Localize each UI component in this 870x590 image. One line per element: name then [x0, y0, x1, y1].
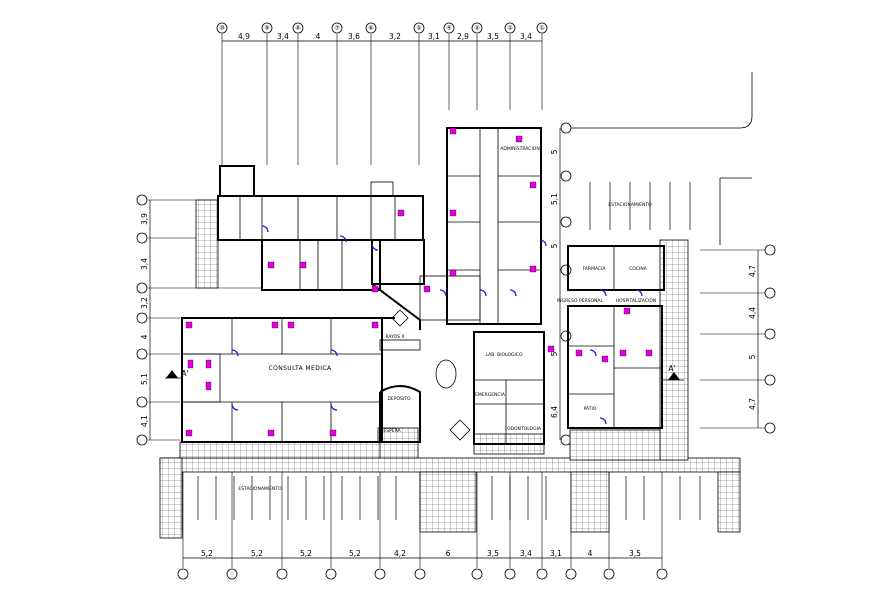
dim-value: 6,4	[550, 406, 559, 418]
grid-label: ⑩	[219, 25, 224, 32]
dim-value: 5,1	[140, 373, 149, 385]
dim-value: 4	[140, 334, 149, 339]
grid-label: ⑨	[264, 25, 269, 32]
dim-value: 3,6	[348, 32, 360, 41]
center-wing: ADMINISTRACION	[419, 127, 542, 325]
section-marker-right: A'	[662, 364, 684, 381]
dim-value: 5	[550, 351, 559, 356]
section-marker-left: A'	[165, 369, 189, 379]
xray-label: RAYOS X	[385, 334, 404, 340]
dim-value: 3,4	[277, 32, 289, 41]
top-grid-circles: ⑩ ⑨ ⑧ ⑦ ⑥ ⑤ ④ ③ ② ①	[216, 22, 548, 34]
kitchen-label: COCINA	[629, 266, 648, 272]
patio-label: PATIO	[584, 406, 597, 412]
paved-walkway	[159, 199, 741, 539]
dim-value: 3,4	[520, 32, 532, 41]
dim-value: 6	[446, 549, 451, 558]
grid-label: ③	[474, 25, 479, 32]
dim-value: 4,1	[140, 415, 149, 427]
right-wing: HOSPITALIZACION PATIO FARMACIA COCINA IN…	[557, 245, 665, 429]
dim-value: 4,7	[748, 265, 757, 277]
left-dimension-line: 3,9 3,4 3,2 4 5,1 4,1	[136, 194, 262, 446]
grid-label: ⑧	[295, 25, 300, 32]
center-dimension-line: 5 5,1 5 5 6,4	[550, 122, 572, 446]
grid-label: ④	[446, 25, 451, 32]
dim-value: 5	[550, 243, 559, 248]
road-outline	[565, 72, 753, 129]
dim-value: 5,2	[300, 549, 312, 558]
consultation-block: CONSULTA MEDICA RAYOS X DEPOSITO ESPERA	[181, 283, 421, 443]
grid-label: ⑥	[368, 25, 373, 32]
dim-value: 3,4	[140, 258, 149, 270]
odont-label: ODONTOLOGIA	[507, 426, 542, 432]
deposit-label: DEPOSITO	[387, 396, 410, 402]
svg-text:A': A'	[181, 369, 188, 378]
upper-left-wing	[217, 165, 425, 291]
dim-value: 3,2	[389, 32, 401, 41]
dim-value: 4,2	[394, 549, 406, 558]
parking-area: ESTACIONAMIENTO ESTACIONAMIENTO	[181, 182, 701, 530]
ingreso-label: INGRESO PERSONAL	[557, 298, 604, 304]
grid-label: ①	[539, 25, 544, 32]
admin-label: ADMINISTRACION	[500, 146, 539, 152]
dim-value: 3,5	[629, 549, 641, 558]
door-swings	[231, 225, 643, 425]
emergency-label: EMERGENCIA	[475, 392, 506, 398]
top-dimension-line	[221, 34, 543, 165]
consultation-label: CONSULTA MEDICA	[269, 365, 332, 372]
bottom-dimension-line: 5,2 5,2 5,2 5,2 4,2 6 3,5 3,4 3,1 4 3,5	[177, 470, 668, 580]
dim-value: 5,2	[201, 549, 213, 558]
parking-label-2: ESTACIONAMIENTO	[608, 202, 652, 208]
lab-emergency-block: LAB. BIOLOGICO EMERGENCIA ODONTOLOGIA	[435, 331, 545, 445]
grid-label: ⑦	[334, 25, 340, 32]
dim-value: 5,2	[349, 549, 361, 558]
right-dimension-line: 4,7 4,4 5 4,7	[700, 244, 776, 434]
dim-value: 4,4	[748, 307, 757, 319]
dim-value: 3,1	[550, 549, 562, 558]
wait-label: ESPERA	[383, 428, 401, 434]
dim-value: 3,9	[140, 213, 149, 225]
dim-value: 4,7	[748, 398, 757, 410]
dim-value: 3,5	[487, 549, 499, 558]
dim-value: 5,1	[550, 193, 559, 205]
dim-value: 2,9	[457, 32, 469, 41]
dim-value: 4	[588, 549, 593, 558]
grid-label: ②	[507, 25, 513, 32]
top-dimension-values: 4,9 3,4 4 3,6 3,2 3,1 2,9 3,5 3,4	[238, 32, 532, 41]
dim-value: 3,1	[428, 32, 440, 41]
dim-value: 5	[748, 354, 757, 359]
farm-label: FARMACIA	[583, 266, 607, 272]
lab-label: LAB. BIOLOGICO	[486, 352, 523, 358]
dim-value: 5,2	[251, 549, 263, 558]
hosp-label: HOSPITALIZACION	[616, 298, 657, 304]
dim-value: 4	[316, 32, 321, 41]
svg-text:A': A'	[668, 364, 675, 373]
dim-value: 5	[550, 149, 559, 154]
parking-label: ESTACIONAMIENTO	[238, 486, 282, 492]
dim-value: 4,9	[238, 32, 250, 41]
sanitary-fixtures	[185, 127, 653, 437]
grid-label: ⑤	[416, 25, 421, 32]
dim-value: 3,5	[487, 32, 499, 41]
dim-value: 3,2	[140, 297, 149, 309]
dim-value: 3,4	[520, 549, 532, 558]
